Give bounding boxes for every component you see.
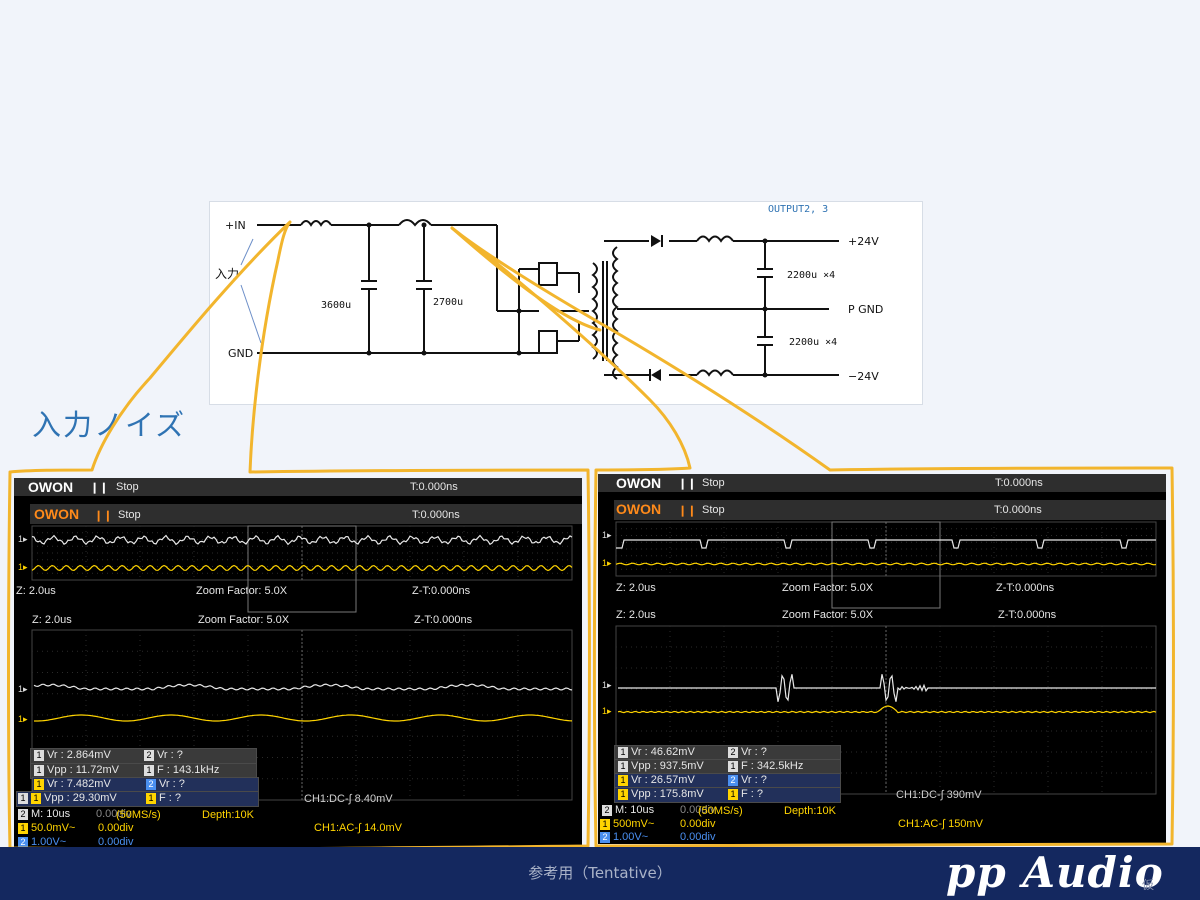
meas-value: Vr : 26.57mV — [631, 774, 695, 786]
scope-left-back-coupling: CH1:DC-∫ 8.40mV — [304, 793, 393, 805]
right-ch1-marker: 1▸ — [602, 530, 612, 540]
noise-label: 入力ノイズ — [32, 408, 187, 442]
footer-bar: 参考用（Tentative） pp Audio 仮 — [0, 847, 1200, 900]
scope-left: OWON ❙❙ Stop T:0.000ns OWON ❙❙ Stop T:0.… — [14, 478, 582, 850]
left-front-ch2-trace — [34, 714, 573, 722]
scope-right-coupling: CH1:AC-∫ 150mV — [898, 818, 983, 830]
left-front-ch1-trace — [33, 683, 573, 691]
left-zoom-ch2-marker: 1▸ — [18, 714, 28, 724]
output-title: OUTPUT2, 3 — [768, 204, 829, 215]
meas-value: Vr : 46.62mV — [631, 746, 695, 758]
ch1-scale: 50.0mV~ — [31, 822, 76, 834]
input-pos-label: +IN — [225, 219, 246, 232]
meas-value: Vr : ? — [741, 774, 767, 786]
cap1-label: 3600u — [321, 300, 352, 311]
out-pos-label: +24V — [848, 235, 879, 248]
ch1-scale: 500mV~ — [613, 818, 655, 830]
meas-value: F : 342.5kHz — [741, 760, 804, 772]
right-back-ch2-trace — [615, 562, 1157, 566]
input-gnd-label: GND — [228, 347, 254, 360]
right-ch2-marker: 1▸ — [602, 558, 612, 568]
meas-value: F : 143.1kHz — [157, 764, 220, 776]
scope-left-sample: (50MS/s) — [116, 809, 161, 821]
scope-left-ch1-div: 0.00div — [98, 822, 134, 834]
meas-value: Vr : ? — [159, 778, 185, 790]
meas-value: F : ? — [159, 792, 182, 804]
meas-value: Vpp : 29.30mV — [44, 792, 117, 804]
left-ch2-marker: 1▸ — [18, 562, 28, 572]
timebase: M: 10us — [31, 808, 71, 820]
meas-value: Vr : 7.482mV — [47, 778, 111, 790]
meas-value: Vpp : 11.72mV — [47, 764, 119, 776]
meas-value: Vr : ? — [157, 749, 183, 761]
left-zoom-ch1-marker: 1▸ — [18, 684, 28, 694]
cap-out2-label: 2200u ×4 — [789, 337, 838, 348]
out-neg-label: −24V — [848, 370, 879, 383]
ch2-scale: 1.00V~ — [613, 831, 649, 843]
scope-left-coupling: CH1:AC-∫ 14.0mV — [314, 822, 402, 834]
right-zoom-ch2-marker: 1▸ — [602, 706, 612, 716]
scope-right: OWON ❙❙ Stop T:0.000ns OWON ❙❙ Stop T:0.… — [598, 474, 1166, 844]
right-front-ch1-trace — [618, 673, 1156, 703]
right-zoom-ch1-marker: 1▸ — [602, 680, 612, 690]
left-ch1-marker: 1▸ — [18, 534, 28, 544]
schematic-diagram — [240, 219, 839, 381]
scope-right-back-coupling: CH1:DC-∫ 390mV — [896, 789, 982, 801]
cap2-label: 2700u — [433, 297, 464, 308]
scope-left-depth: Depth:10K — [202, 809, 254, 821]
footer-tentative: 参考用（Tentative） — [528, 864, 672, 882]
input-label: 入力 — [215, 267, 240, 281]
meas-value: Vr : 2.864mV — [47, 749, 111, 761]
meas-value: Vpp : 937.5mV — [631, 760, 704, 772]
scope-right-depth: Depth:10K — [784, 805, 836, 817]
scope-right-sample: (50MS/s) — [698, 805, 743, 817]
brand-logo: pp Audio — [946, 848, 1164, 897]
meas-value: Vr : ? — [741, 746, 767, 758]
meas-value: Vpp : 175.8mV — [631, 788, 704, 800]
scope-right-ch1-div: 0.00div — [680, 818, 716, 830]
footer-corner-mark: 仮 — [1142, 878, 1155, 892]
timebase: M: 10us — [615, 804, 655, 816]
right-front-ch2-trace — [617, 705, 1157, 714]
meas-value: F : ? — [741, 788, 764, 800]
out-gnd-label: P GND — [848, 303, 884, 316]
scope-right-ch2-div: 0.00div — [680, 831, 716, 843]
cap-out1-label: 2200u ×4 — [787, 270, 836, 281]
